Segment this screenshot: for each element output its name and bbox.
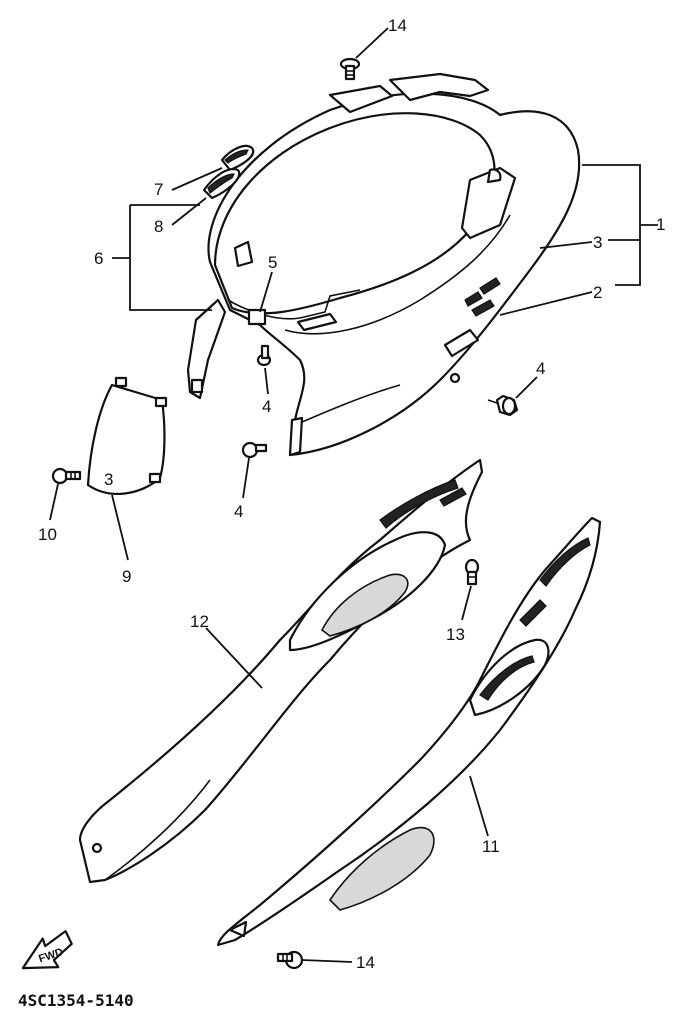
callout-10: 10 xyxy=(38,525,57,544)
screw-14-bottom xyxy=(276,950,304,970)
rear-body-cover xyxy=(186,72,581,457)
callout-7: 7 xyxy=(154,180,163,199)
callout-2: 2 xyxy=(593,283,602,302)
screw-4-middle xyxy=(256,344,272,367)
fwd-arrow-icon: FWD xyxy=(21,930,73,970)
callout-4-middle: 4 xyxy=(262,397,271,416)
callout-9: 9 xyxy=(122,567,131,586)
callout-8: 8 xyxy=(154,217,163,236)
callout-14-top: 14 xyxy=(388,16,407,35)
screw-4-right xyxy=(487,394,519,417)
callout-1: 1 xyxy=(656,215,665,234)
screw-13 xyxy=(464,558,480,586)
callout-4-right: 4 xyxy=(536,359,545,378)
grommet-8 xyxy=(202,168,241,200)
callout-14-bottom: 14 xyxy=(356,953,375,972)
drawing-code: 4SC1354-5140 xyxy=(18,991,134,1010)
callout-5: 5 xyxy=(268,253,277,272)
screw-14-top xyxy=(339,57,361,81)
callout-12: 12 xyxy=(190,612,209,631)
screw-10 xyxy=(51,467,82,485)
side-cover-11 xyxy=(216,516,602,947)
lid-cover-9: 3 xyxy=(86,376,168,496)
lid-marking: 3 xyxy=(104,470,113,489)
side-cover-12 xyxy=(78,458,484,884)
callout-6: 6 xyxy=(94,249,103,268)
grommet-7 xyxy=(220,144,255,172)
screw-4-lower xyxy=(241,441,268,459)
callout-4-lower: 4 xyxy=(234,502,243,521)
callout-13: 13 xyxy=(446,625,465,644)
callout-3: 3 xyxy=(593,233,602,252)
callout-11: 11 xyxy=(482,837,500,856)
